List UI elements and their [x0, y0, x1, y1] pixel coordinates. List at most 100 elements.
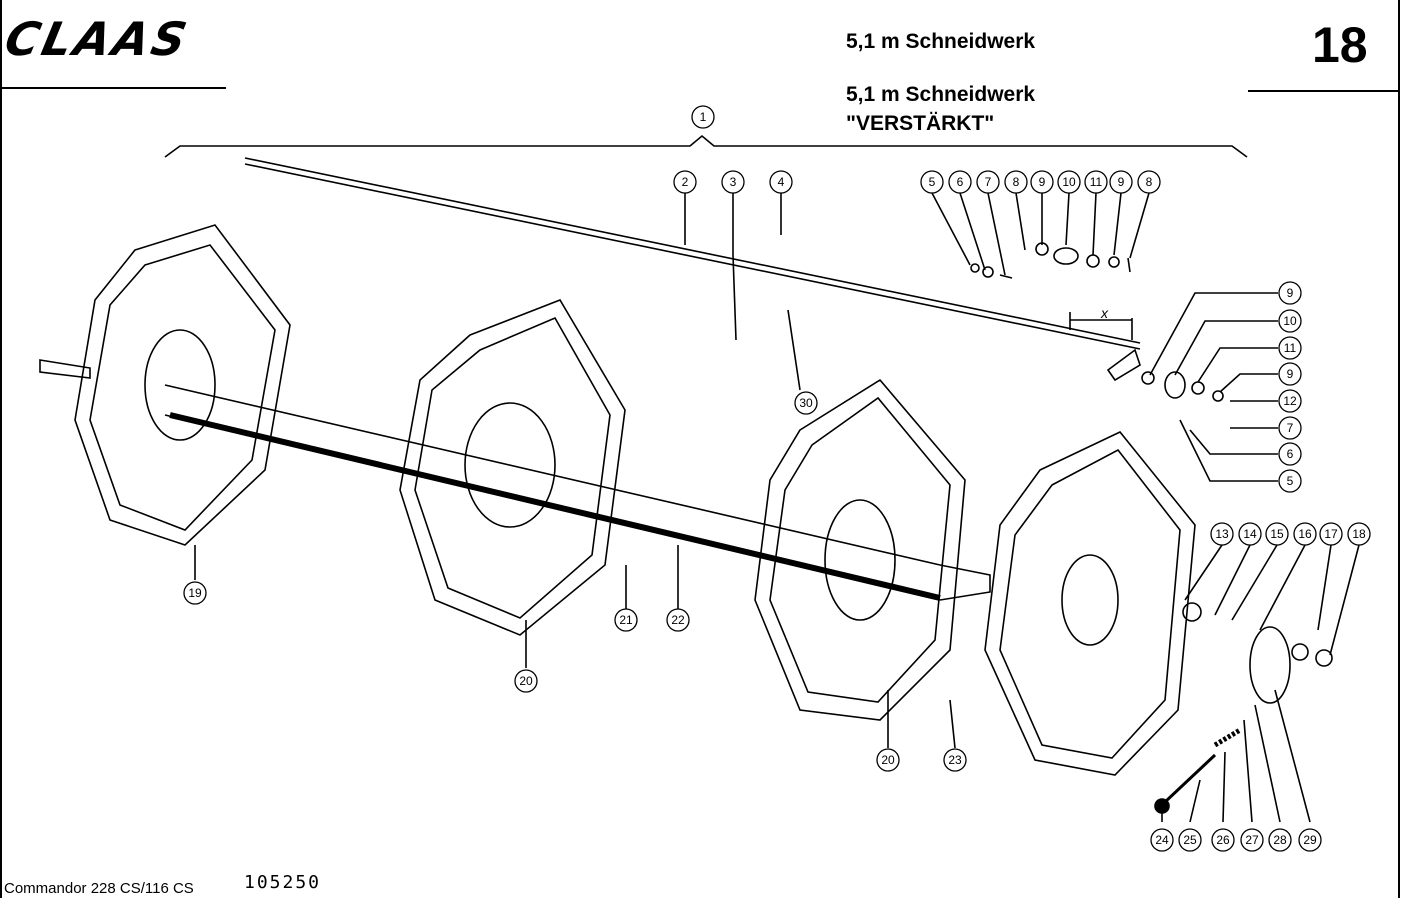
callout-6: 6	[948, 170, 972, 194]
svg-text:10: 10	[1062, 175, 1076, 189]
svg-text:16: 16	[1298, 527, 1312, 541]
reel-spider-23	[984, 431, 1196, 776]
svg-text:5: 5	[929, 175, 936, 189]
callout-7b: 7	[1278, 416, 1302, 440]
svg-text:6: 6	[1287, 447, 1294, 461]
svg-text:11: 11	[1090, 175, 1103, 189]
callout-15: 15	[1265, 522, 1289, 546]
svg-text:8: 8	[1013, 175, 1020, 189]
svg-text:6: 6	[957, 175, 964, 189]
svg-text:29: 29	[1303, 833, 1317, 847]
svg-text:19: 19	[188, 586, 202, 600]
svg-text:20: 20	[881, 753, 895, 767]
footer-model: Commandor 228 CS/116 CS	[4, 880, 194, 897]
callout-2: 2	[673, 170, 697, 194]
callout-22: 22	[666, 608, 690, 632]
callout-11b: 11	[1278, 336, 1302, 360]
callout-9: 9	[1030, 170, 1054, 194]
svg-text:1: 1	[700, 110, 707, 124]
callout-5b: 5	[1278, 469, 1302, 493]
reel-spider-20-right	[754, 378, 966, 721]
callout-10: 10	[1057, 170, 1081, 194]
callout-23: 23	[943, 748, 967, 772]
reel-spider-19	[74, 224, 291, 546]
callout-11: 11	[1084, 170, 1108, 194]
callout-13: 13	[1210, 522, 1234, 546]
callout-5: 5	[920, 170, 944, 194]
svg-text:14: 14	[1243, 527, 1257, 541]
callout-10b: 10	[1278, 309, 1302, 333]
callout-18: 18	[1347, 522, 1371, 546]
callout-30: 30	[794, 391, 818, 415]
tube-end	[939, 564, 991, 601]
callout-12: 12	[1278, 389, 1302, 413]
svg-text:20: 20	[519, 674, 533, 688]
tube-shadow	[169, 412, 941, 601]
callout-9c: 9	[1278, 281, 1302, 305]
svg-text:8: 8	[1146, 175, 1153, 189]
svg-text:7: 7	[1287, 421, 1294, 435]
dimension-x	[1069, 312, 1133, 340]
svg-text:3: 3	[730, 175, 737, 189]
callout-25: 25	[1178, 828, 1202, 852]
callout-7: 7	[976, 170, 1000, 194]
bolt-25	[1163, 753, 1217, 804]
svg-text:30: 30	[799, 396, 813, 410]
callout-6b: 6	[1278, 442, 1302, 466]
callout-19: 19	[183, 581, 207, 605]
svg-text:9: 9	[1118, 175, 1125, 189]
page-number: 18	[1312, 17, 1368, 73]
svg-text:22: 22	[671, 613, 685, 627]
callout-27: 27	[1240, 828, 1264, 852]
callout-21: 21	[614, 608, 638, 632]
spring-26	[1213, 727, 1242, 748]
callout-16: 16	[1293, 522, 1317, 546]
svg-text:9: 9	[1039, 175, 1046, 189]
header-rule-left	[2, 87, 226, 89]
callout-29: 29	[1298, 828, 1322, 852]
flange-29	[1249, 626, 1291, 704]
svg-text:23: 23	[948, 753, 962, 767]
callout-20: 20	[514, 669, 538, 693]
svg-text:21: 21	[619, 613, 633, 627]
footer-code: 105250	[244, 872, 322, 893]
callout-14: 14	[1238, 522, 1262, 546]
svg-text:9: 9	[1287, 367, 1294, 381]
callout-26: 26	[1211, 828, 1235, 852]
svg-text:5: 5	[1287, 474, 1294, 488]
svg-text:24: 24	[1155, 833, 1169, 847]
svg-text:7: 7	[985, 175, 992, 189]
assembly-bracket	[164, 134, 1248, 158]
callout-4: 4	[769, 170, 793, 194]
svg-text:25: 25	[1183, 833, 1197, 847]
svg-text:26: 26	[1216, 833, 1230, 847]
tine-bar	[244, 157, 1141, 350]
callout-8: 8	[1004, 170, 1028, 194]
svg-text:10: 10	[1283, 314, 1297, 328]
dimension-x-label: x	[1100, 305, 1109, 321]
callout-3: 3	[721, 170, 745, 194]
svg-text:11: 11	[1284, 341, 1297, 355]
callout-1: 1	[691, 105, 715, 129]
callout-28: 28	[1268, 828, 1292, 852]
callout-17: 17	[1319, 522, 1343, 546]
svg-text:13: 13	[1215, 527, 1229, 541]
callout-9d: 9	[1278, 362, 1302, 386]
svg-text:18: 18	[1352, 527, 1366, 541]
svg-text:9: 9	[1287, 286, 1294, 300]
callout-24: 24	[1150, 828, 1174, 852]
svg-text:15: 15	[1270, 527, 1284, 541]
callout-8b: 8	[1137, 170, 1161, 194]
svg-text:4: 4	[778, 175, 785, 189]
svg-text:17: 17	[1324, 527, 1338, 541]
header-rule-right	[1248, 90, 1400, 92]
reel-spider-20-left	[399, 299, 626, 636]
svg-text:28: 28	[1273, 833, 1287, 847]
callout-20b: 20	[876, 748, 900, 772]
callout-group: 1 2 3 4 5 6 7 8 9 10 11 9 8 9 10 11 9 12…	[183, 105, 1371, 852]
title-line-3: "VERSTÄRKT"	[846, 112, 995, 135]
left-shaft	[39, 359, 91, 379]
title-line-2: 5,1 m Schneidwerk	[846, 83, 1036, 106]
